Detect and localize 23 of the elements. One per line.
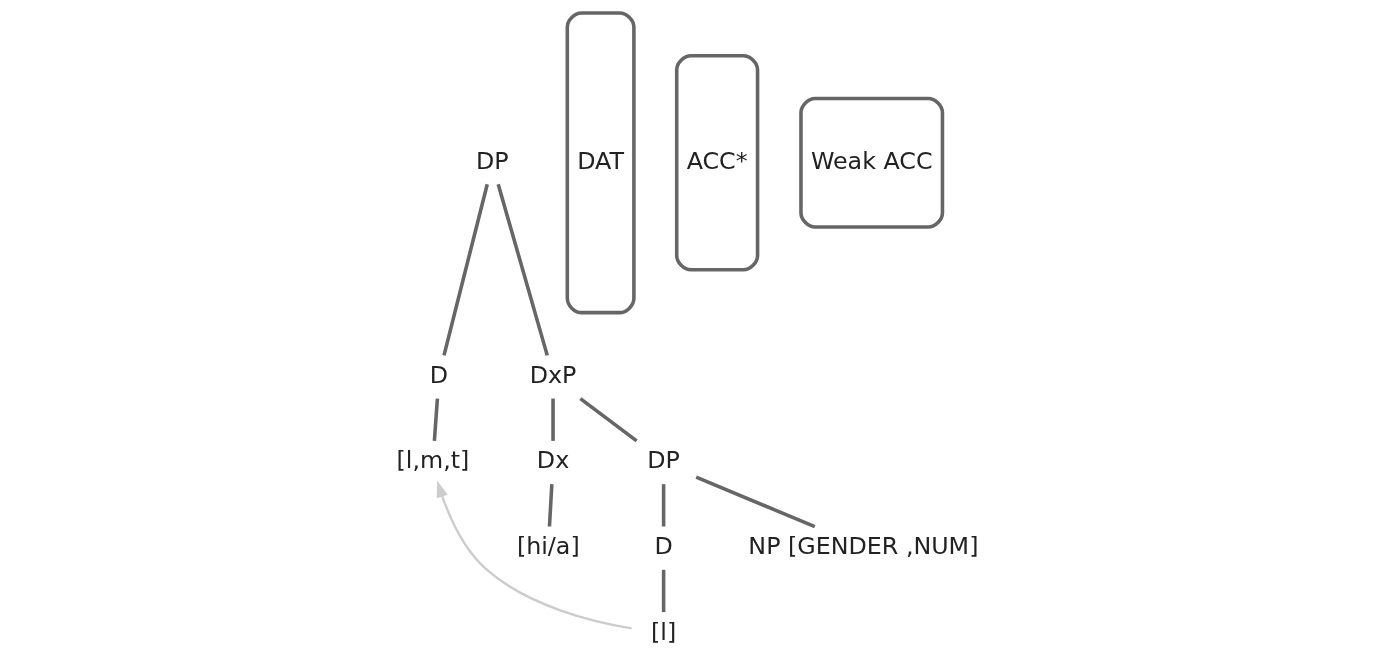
connector xyxy=(579,397,638,443)
connector xyxy=(432,398,440,442)
node-text: DxP xyxy=(529,360,577,389)
arrow xyxy=(436,480,632,630)
connector xyxy=(442,183,489,356)
node-text: DP xyxy=(476,146,509,175)
node-text: D xyxy=(654,531,673,560)
node-text: Dx xyxy=(536,446,570,475)
label: ACC* xyxy=(686,146,748,175)
label: Weak ACC xyxy=(810,146,933,175)
connector xyxy=(661,569,666,613)
node-text: D xyxy=(429,360,449,389)
connector xyxy=(547,484,554,527)
node-text: DP xyxy=(647,446,680,475)
connector xyxy=(695,475,816,529)
node-text: NP [GENDER ,NUM] xyxy=(748,531,979,560)
connector xyxy=(496,183,549,356)
node-text: [l,m,t] xyxy=(396,446,470,475)
node-text: [l] xyxy=(651,617,677,646)
connector xyxy=(661,484,666,527)
connector xyxy=(551,398,555,441)
node-text: [hi/a] xyxy=(516,531,580,560)
label: DAT xyxy=(577,146,625,175)
